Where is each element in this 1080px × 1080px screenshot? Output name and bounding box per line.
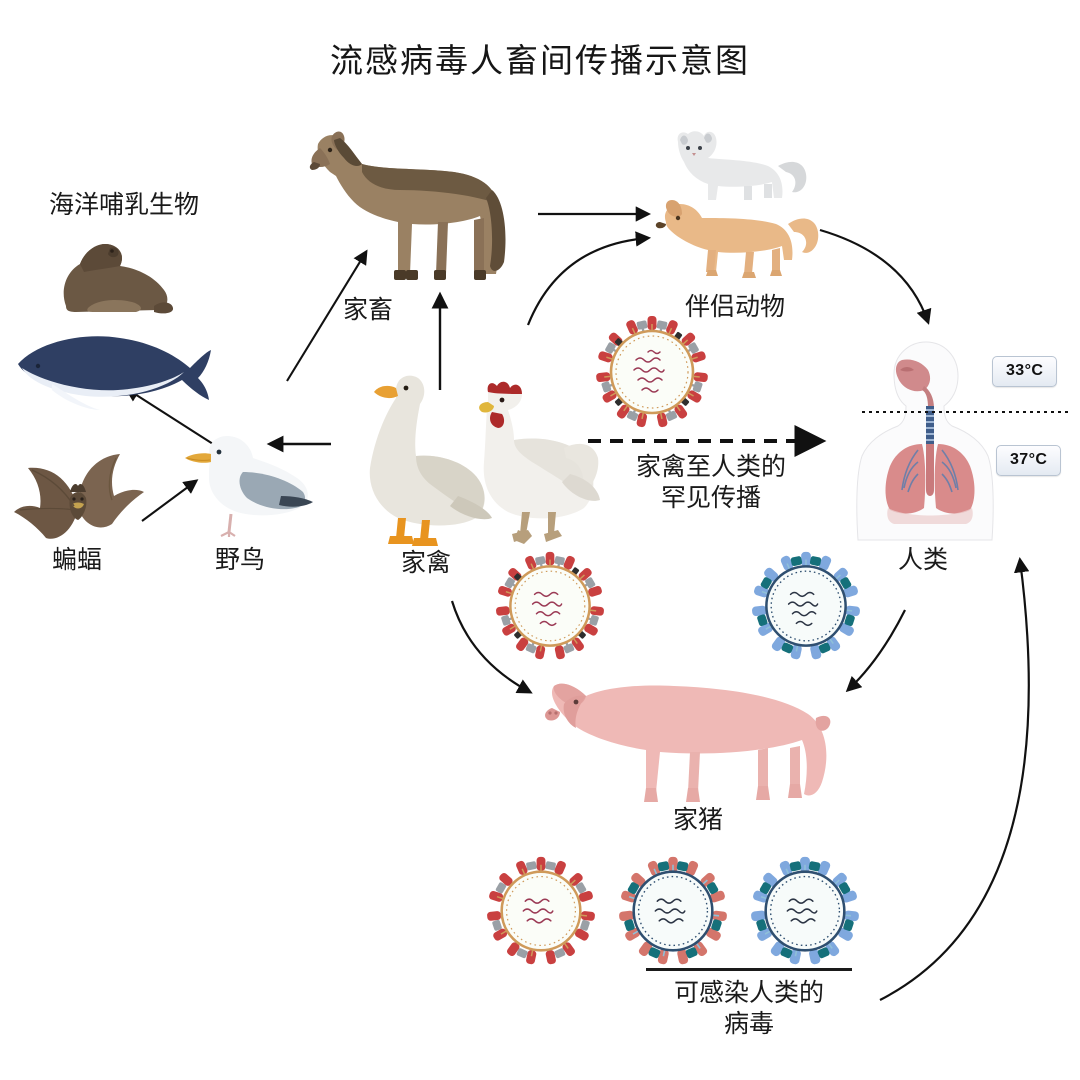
annotation-rare-poultry-to-human: 家禽至人类的 罕见传播 xyxy=(586,452,836,513)
human-infecting-viruses-rule xyxy=(646,968,852,971)
virus-particle-bottom-human xyxy=(751,856,859,965)
arrow-companion-animals-to-humans xyxy=(819,228,932,325)
annotation-human-infecting-viruses: 可感染人类的 病毒 xyxy=(614,978,884,1039)
page-title: 流感病毒人畜间传播示意图 xyxy=(330,41,750,80)
arrow-wildbirds-to-marine-mammals xyxy=(124,387,214,445)
label-wild-birds: 野鸟 xyxy=(214,545,265,574)
virus-particle-bottom-avian xyxy=(487,856,595,965)
annotation-viruses-line2: 病毒 xyxy=(723,1008,774,1038)
bat-illustration xyxy=(14,454,144,539)
virus-particle-red-top xyxy=(596,316,708,428)
temperature-badge-upper-airway: 33°C xyxy=(992,356,1058,387)
virus-particle-blue-human xyxy=(752,551,860,660)
temperature-badge-lower-airway: 37°C xyxy=(996,445,1062,476)
human-respiratory-illustration xyxy=(856,341,994,541)
whale-illustration xyxy=(18,336,211,410)
virus-particle-bottom-reassortant xyxy=(619,856,727,965)
annotation-rare-line1: 家禽至人类的 xyxy=(635,452,786,481)
label-companion-animals: 伴侣动物 xyxy=(684,292,785,321)
label-humans: 人类 xyxy=(897,545,948,574)
label-livestock: 家畜 xyxy=(342,295,393,324)
virus-particle-red-poultry xyxy=(496,551,604,660)
pig-illustration xyxy=(545,683,831,802)
arrow-wildbirds-to-bat xyxy=(141,479,199,522)
label-bat: 蝙蝠 xyxy=(51,545,102,574)
arrow-humans-to-pig xyxy=(845,609,906,693)
arrow-poultry-to-pig xyxy=(450,600,533,694)
cat-illustration xyxy=(677,131,807,200)
arrow-human-infecting-viruses-to-humans xyxy=(879,556,1030,1001)
horse-illustration xyxy=(309,131,506,280)
label-marine-mammals: 海洋哺乳生物 xyxy=(48,190,199,219)
goose-illustration xyxy=(369,375,492,546)
seagull-illustration xyxy=(185,436,313,537)
annotation-viruses-line1: 可感染人类的 xyxy=(673,978,824,1007)
chicken-illustration xyxy=(479,381,600,544)
seal-illustration xyxy=(63,244,174,314)
arrow-wildbirds-to-livestock xyxy=(286,249,368,382)
arrow-poultry-to-companion-animals xyxy=(526,231,652,326)
annotation-rare-line2: 罕见传播 xyxy=(660,482,761,512)
dog-illustration xyxy=(655,200,819,278)
label-poultry: 家禽 xyxy=(400,548,451,577)
label-pig: 家猪 xyxy=(672,805,723,834)
